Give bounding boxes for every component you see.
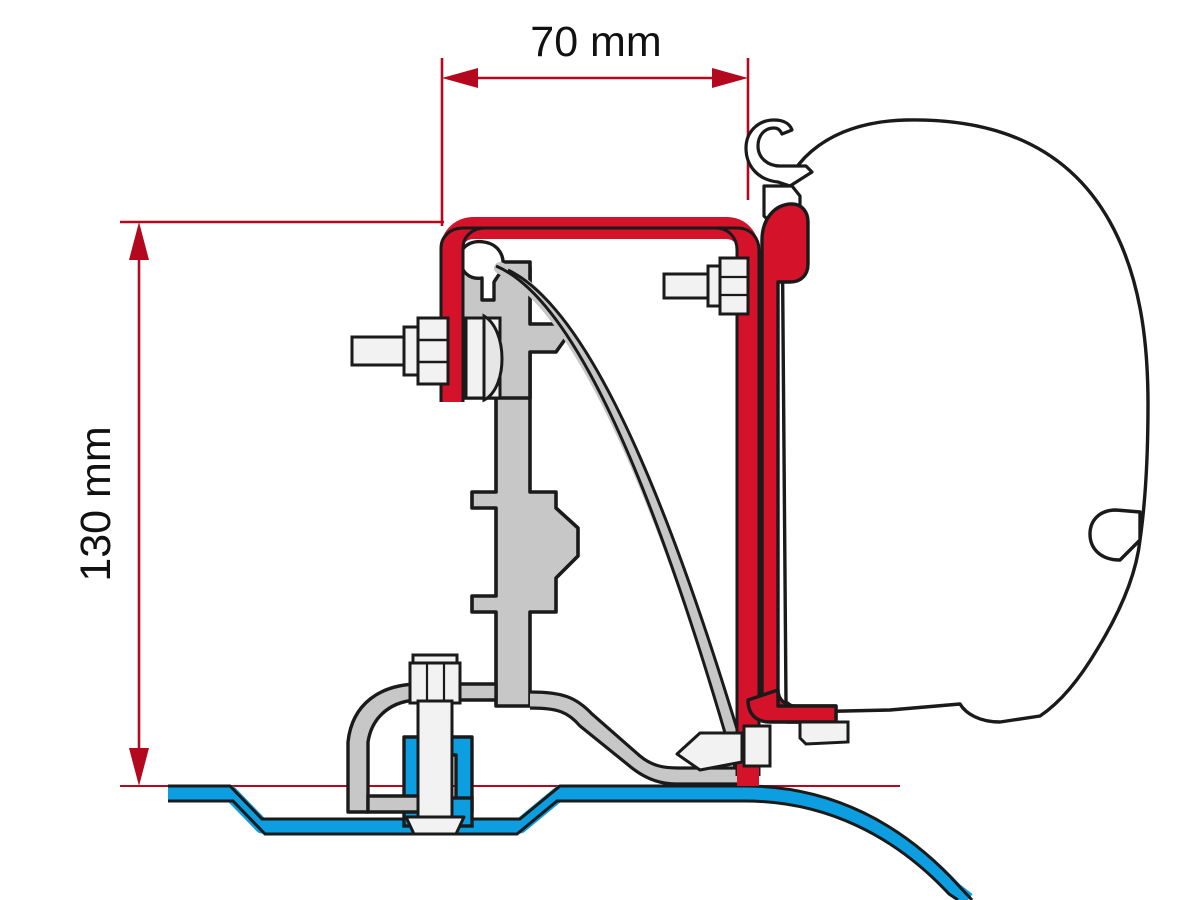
upper-left-bolt [350,316,450,386]
adapter-bracket-red [439,202,850,786]
horizontal-dimension-label: 70 mm [530,18,661,66]
dimension-arrow-vertical [129,222,149,786]
fasteners-group [350,256,772,836]
dimension-lines-group [120,58,900,787]
awning-case-outline [744,118,1150,724]
dimension-arrow-horizontal [442,68,748,88]
vertical-dimension-label: 130 mm [72,426,120,581]
upper-right-bolt [662,256,750,316]
vehicle-roof-profile [168,784,974,900]
diagonal-fixing-screw [675,724,772,772]
lower-clamp-bolt [404,653,466,836]
